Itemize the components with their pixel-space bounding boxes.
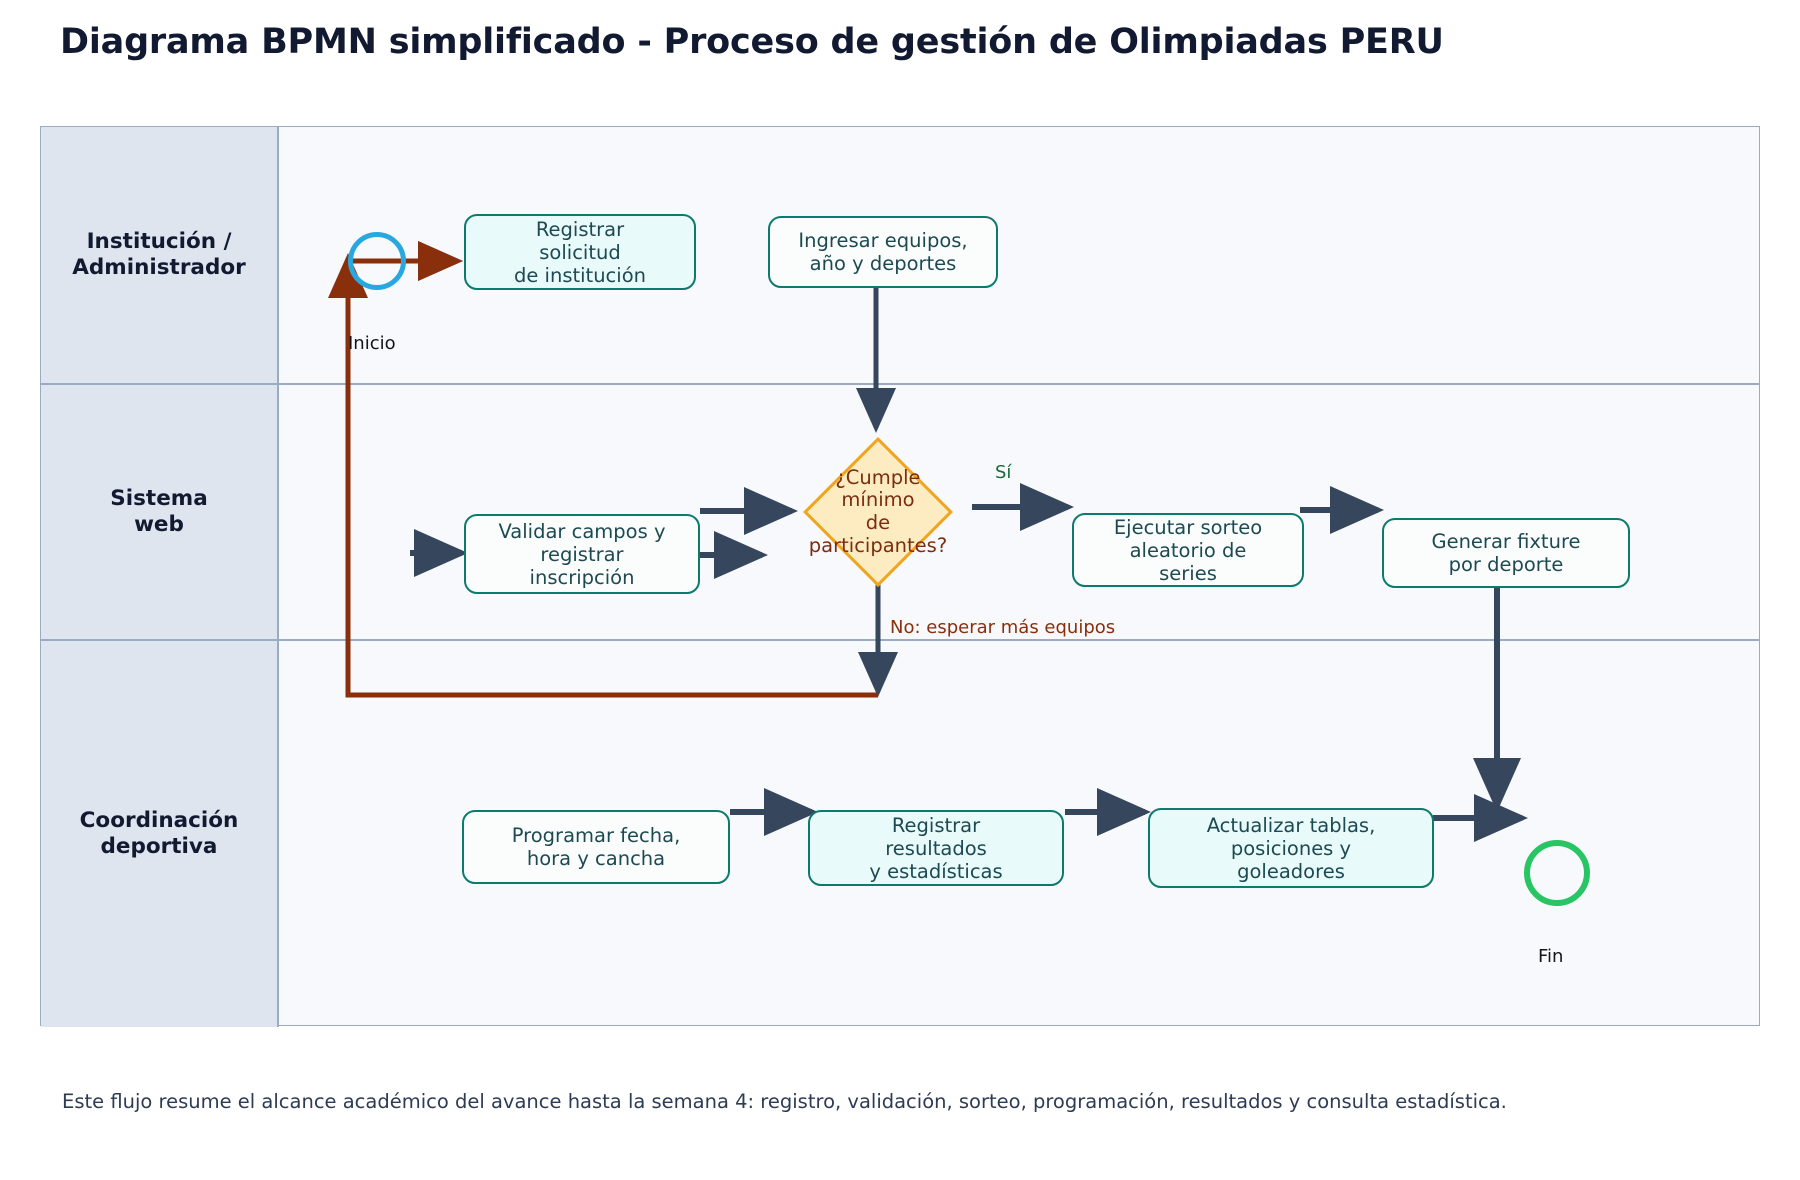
end-event-circle[interactable] [1524,840,1590,906]
task-generar-fixture[interactable]: Generar fixture por deporte [1382,518,1630,588]
lane-coordinacion: Coordinación deportiva [41,639,1759,1027]
task-ingresar-equipos[interactable]: Ingresar equipos, año y deportes [768,216,998,288]
flow-label-no: No: esperar más equipos [890,617,1116,638]
footer-note: Este flujo resume el alcance académico d… [62,1090,1507,1113]
task-generar-fixture-label: Generar fixture por deporte [1431,530,1581,576]
flow-label-si: Sí [995,462,1012,483]
task-actualizar-tablas[interactable]: Actualizar tablas, posiciones y goleador… [1148,808,1434,888]
task-registrar-resultados[interactable]: Registrar resultados y estadísticas [808,810,1064,886]
gateway-minimo-label: ¿Cumple mínimo de participantes? [808,465,948,557]
lane-label-institucion: Institución / Administrador [72,228,246,280]
task-validar-campos[interactable]: Validar campos y registrar inscripción [464,514,700,594]
lane-sistema: Sistema web [41,383,1759,639]
start-event-label: Inicio [348,333,396,354]
task-programar-fecha[interactable]: Programar fecha, hora y cancha [462,810,730,884]
task-registrar-resultados-label: Registrar resultados y estadísticas [869,813,1003,883]
end-event-label: Fin [1538,946,1564,967]
lane-header-institucion: Institución / Administrador [41,127,279,383]
lane-header-coordinacion: Coordinación deportiva [41,641,279,1027]
task-ejecutar-sorteo[interactable]: Ejecutar sorteo aleatorio de series [1072,513,1304,587]
lane-label-sistema: Sistema web [110,485,208,537]
lane-institucion: Institución / Administrador [41,127,1759,383]
lane-label-coordinacion: Coordinación deportiva [79,807,239,859]
task-ingresar-equipos-label: Ingresar equipos, año y deportes [798,229,968,275]
task-actualizar-tablas-label: Actualizar tablas, posiciones y goleador… [1206,813,1376,883]
task-registrar-solicitud[interactable]: Registrar solicitud de institución [464,214,696,290]
task-registrar-solicitud-label: Registrar solicitud de institución [513,217,646,287]
task-programar-fecha-label: Programar fecha, hora y cancha [511,824,681,870]
flow-loop-back [345,262,878,698]
start-event-circle[interactable] [348,232,406,290]
task-validar-campos-label: Validar campos y registrar inscripción [498,519,666,589]
lane-header-sistema: Sistema web [41,385,279,639]
page-title: Diagrama BPMN simplificado - Proceso de … [60,22,1444,62]
task-ejecutar-sorteo-label: Ejecutar sorteo aleatorio de series [1113,515,1263,585]
gateway-minimo-participantes[interactable]: ¿Cumple mínimo de participantes? [778,437,978,587]
